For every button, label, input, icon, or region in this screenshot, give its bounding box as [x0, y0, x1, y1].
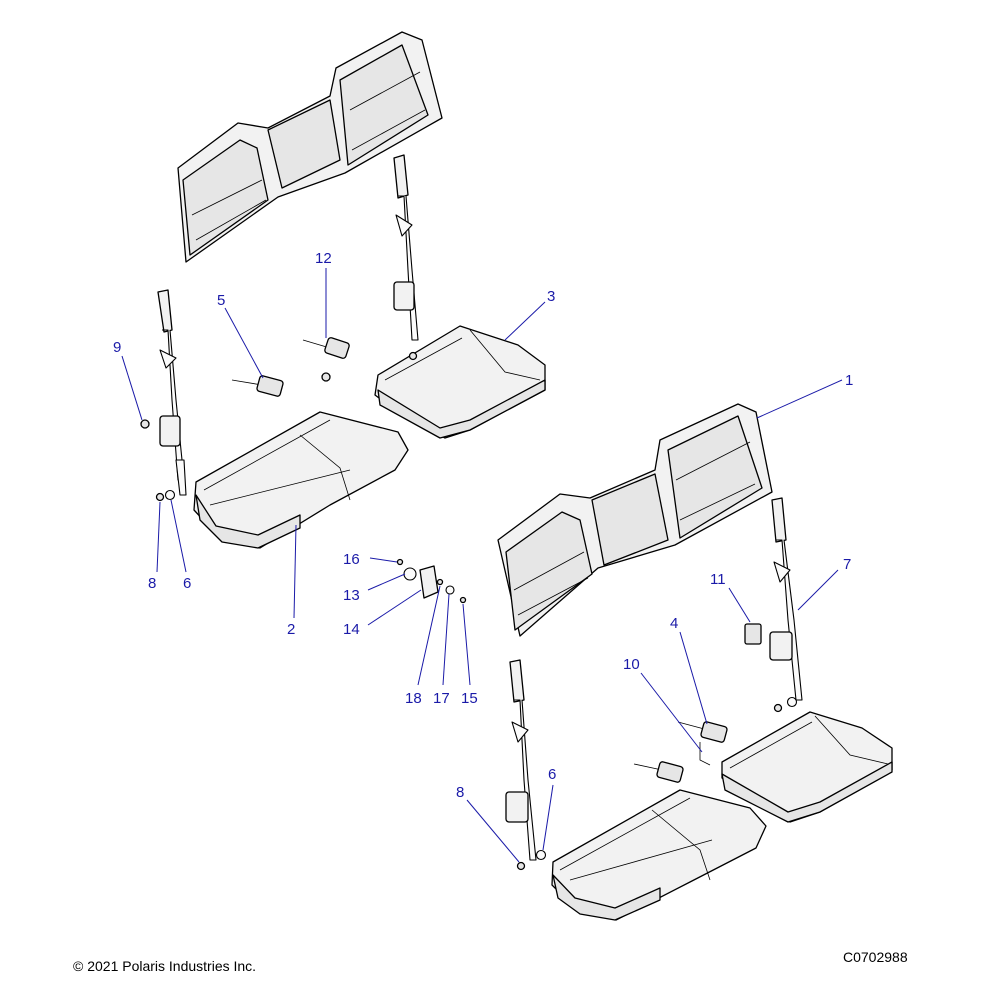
callout-7: 7: [843, 556, 851, 573]
callout-4: 4: [670, 615, 678, 632]
washer-6-upper: [164, 489, 176, 501]
callout-10: 10: [623, 656, 640, 673]
copyright-text: © 2021 Polaris Industries Inc.: [73, 958, 257, 974]
bolt-8-lower: [516, 861, 526, 871]
nut-upper: [321, 372, 331, 382]
washer-6-lower: [535, 849, 547, 861]
callout-16: 16: [343, 551, 360, 568]
upper-seat-back: [177, 31, 443, 263]
nut-right-upper: [408, 351, 418, 361]
buckle-lower-center: [633, 761, 684, 783]
upper-right-seat-belt: [393, 154, 419, 341]
callout-labels: 1 2 3 4 5 6 6 7 8 8 9 10 11 12 13 14 15 …: [113, 250, 853, 801]
callout-3: 3: [547, 288, 555, 305]
buckle-10: [699, 742, 711, 766]
lower-right-seat-bottom: [721, 711, 893, 823]
drawing-number: C0702988: [843, 949, 908, 965]
callout-13: 13: [343, 587, 360, 604]
lower-left-seat-bottom: [551, 789, 767, 921]
callout-6a: 6: [183, 575, 191, 592]
buckle-12: [302, 337, 350, 359]
callout-5: 5: [217, 292, 225, 309]
callout-6b: 6: [548, 766, 556, 783]
callout-12: 12: [315, 250, 332, 267]
bracket-11: [744, 623, 762, 645]
callout-18: 18: [405, 690, 422, 707]
callout-8a: 8: [148, 575, 156, 592]
buckle-5: [231, 375, 284, 397]
lower-left-seat-belt: [505, 659, 537, 861]
washer-lower-right: [786, 696, 798, 708]
leader-lines: [121, 268, 843, 863]
callout-11: 11: [710, 571, 726, 588]
lower-right-seat-belt: [769, 497, 803, 701]
upper-right-seat-bottom: [374, 325, 546, 439]
upper-left-seat-belt: [157, 289, 187, 496]
callout-14: 14: [343, 621, 360, 638]
callout-1: 1: [845, 372, 853, 389]
callout-17: 17: [433, 690, 450, 707]
center-bracket-hardware: [396, 558, 467, 604]
lower-seat-back: [497, 403, 773, 637]
bolt-lower-right: [773, 703, 783, 713]
upper-left-seat-bottom: [193, 411, 409, 549]
callout-9: 9: [113, 339, 121, 356]
bolt-9: [140, 419, 150, 429]
buckle-4: [677, 721, 728, 743]
bolt-8-upper: [155, 492, 165, 502]
callout-2: 2: [287, 621, 295, 638]
callout-8b: 8: [456, 784, 464, 801]
callout-15: 15: [461, 690, 478, 707]
